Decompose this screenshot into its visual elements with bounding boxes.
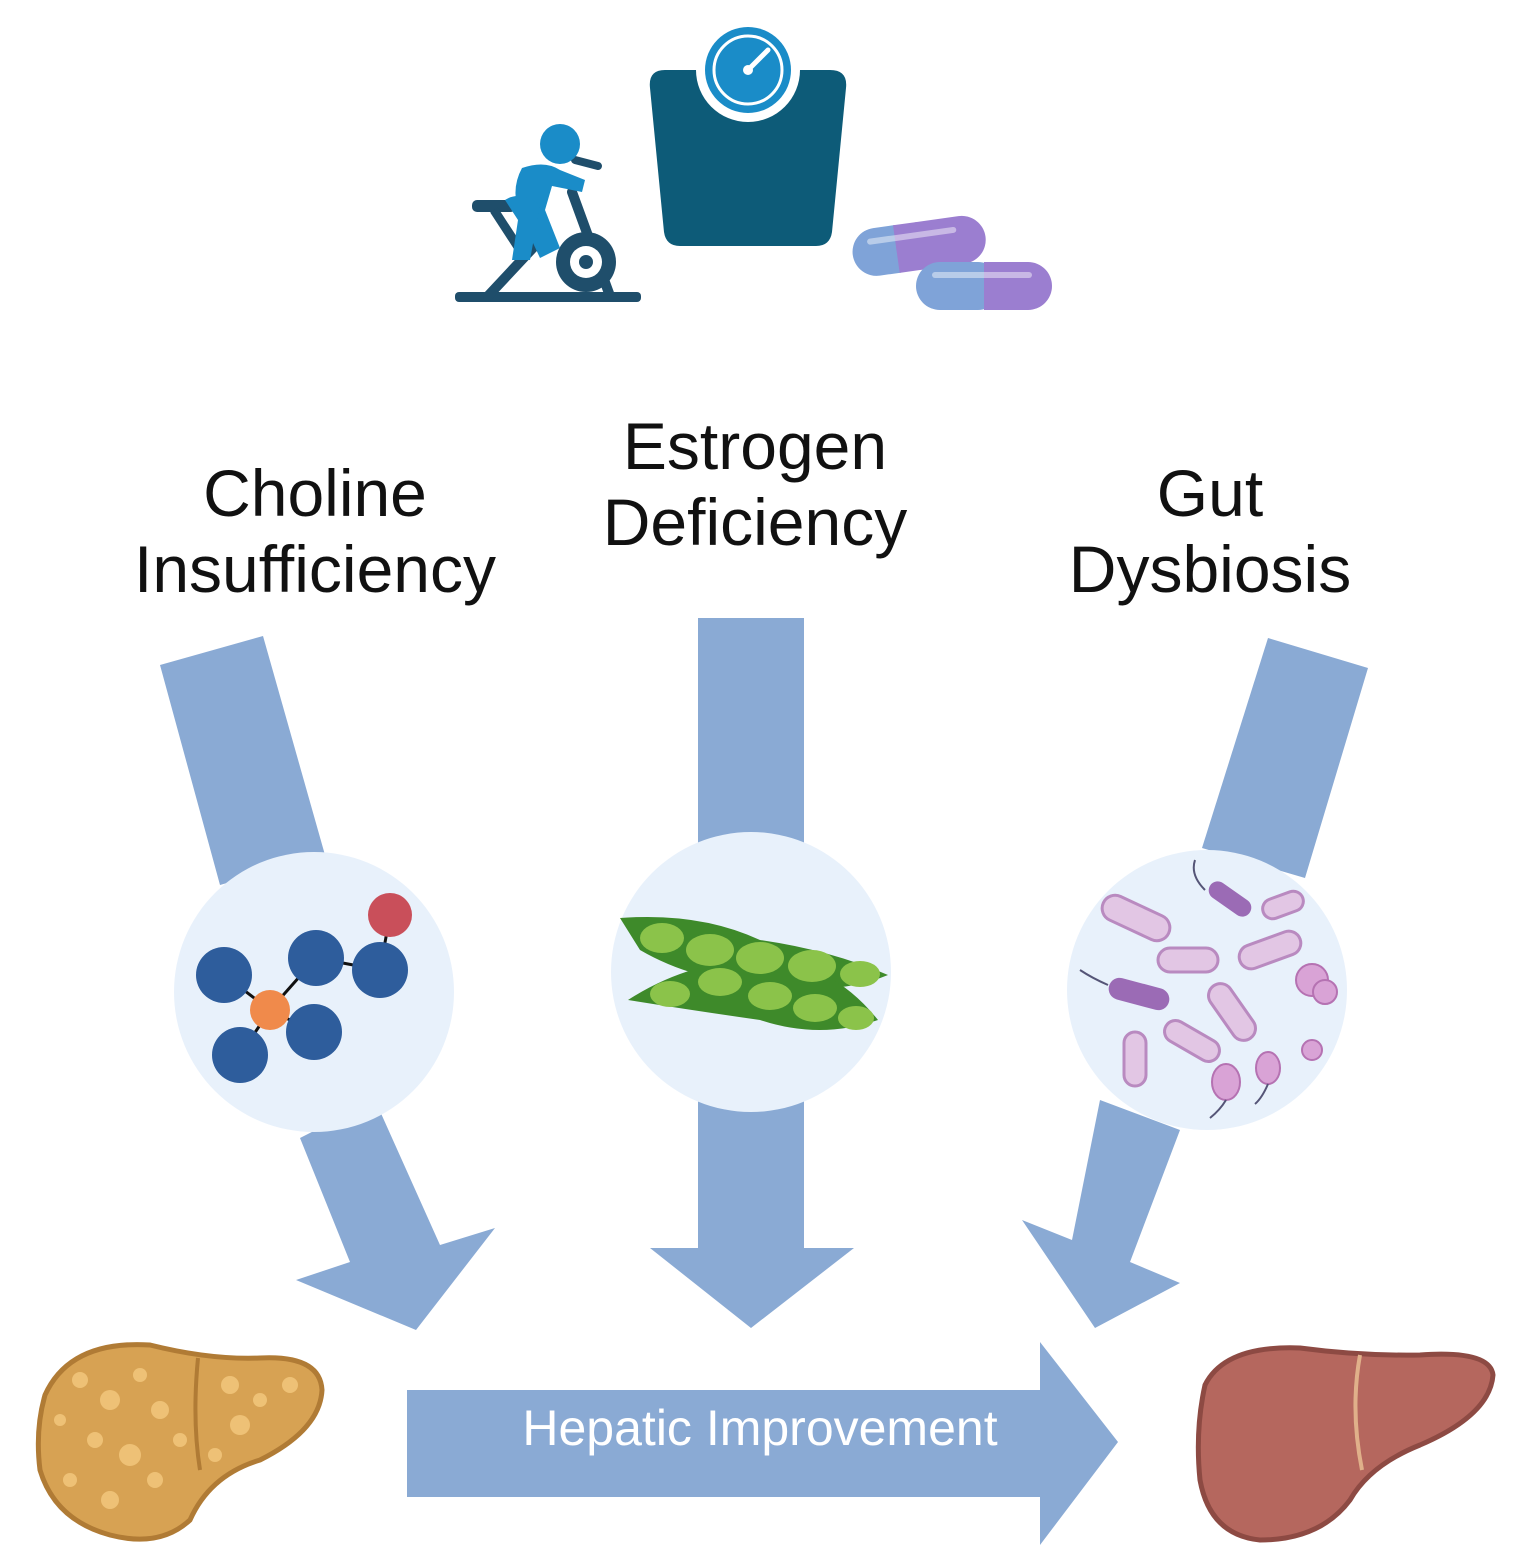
hepatic-improvement-label: Hepatic Improvement (522, 1400, 998, 1456)
label-choline-line1: Choline (203, 456, 427, 530)
choline-molecule-icon (174, 852, 454, 1132)
label-choline-insufficiency: Choline Insufficiency (90, 455, 540, 607)
arrow-choline (160, 636, 495, 1330)
weight-scale-icon (649, 18, 847, 246)
fatty-liver-icon (35, 1342, 325, 1542)
label-estrogen-deficiency: Estrogen Deficiency (530, 408, 980, 560)
label-choline-line2: Insufficiency (134, 532, 496, 606)
label-gut-line2: Dysbiosis (1068, 532, 1352, 606)
label-estrogen-line2: Deficiency (602, 485, 908, 559)
exercise-bike-icon (455, 124, 641, 302)
capsule-pills-icon (852, 215, 1052, 310)
arrow-gut (1022, 638, 1368, 1328)
label-gut-dysbiosis: Gut Dysbiosis (985, 455, 1435, 607)
hepatic-improvement-arrow (407, 1342, 1118, 1545)
healthy-liver-icon (1195, 1345, 1496, 1543)
arrow-estrogen (650, 618, 854, 1328)
bacteria-icon (1067, 850, 1347, 1130)
label-estrogen-line1: Estrogen (622, 409, 888, 483)
label-gut-line1: Gut (1156, 456, 1264, 530)
soybean-pods-icon (611, 832, 891, 1112)
